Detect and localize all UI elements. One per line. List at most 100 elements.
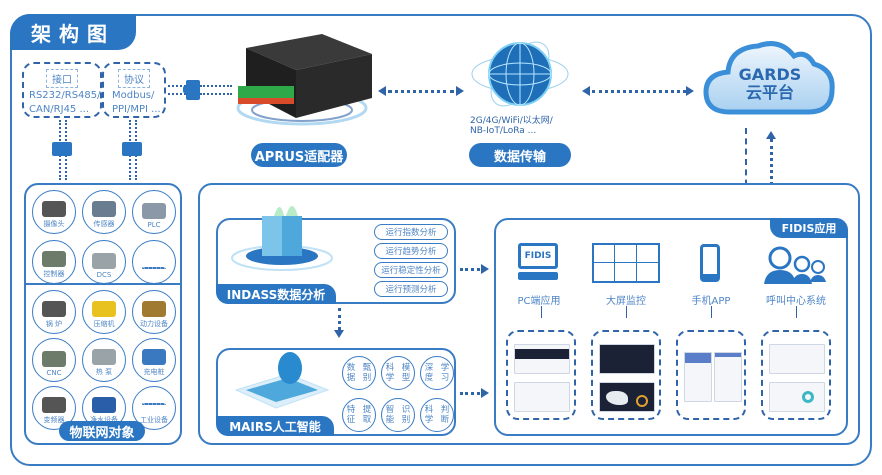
iot-device-grid: 摄像头传感器 PLC 控制器 DCS [32, 190, 176, 284]
iot-object-label: 净水设备 [90, 416, 118, 424]
more-icon [142, 403, 166, 405]
interface-line-1: RS232/RS485/ [29, 90, 101, 101]
call-center-screenshot [769, 344, 825, 374]
iot-objects-label: 物联网对象 [59, 421, 145, 441]
iot-object-label: CNC [46, 369, 62, 377]
interface-line-2: CAN/RJ45 ... [29, 104, 90, 115]
serial-connector-icon [183, 86, 187, 93]
ai-capability: 科学模型 [381, 356, 415, 390]
connector-line [388, 90, 454, 93]
iot-object-item: 控制器 [32, 240, 76, 284]
cloud-subtitle: 云平台 [745, 83, 794, 102]
video-wall-screenshot [599, 344, 655, 374]
app-label-pc: PC端应用 [517, 296, 561, 307]
arrow-right-icon [481, 388, 489, 398]
connector-line [796, 306, 797, 318]
connector-line [711, 306, 712, 318]
app-label-call-center: 呼叫中心系统 [766, 296, 826, 307]
connector-line [200, 93, 232, 95]
cnc-icon [42, 351, 66, 367]
connector-line [200, 85, 232, 87]
heat-pump-icon [92, 349, 116, 365]
boiler-icon [42, 301, 66, 317]
dcs-icon [92, 253, 116, 269]
iot-object-label: 锅 炉 [45, 320, 63, 328]
pc-app-screens [506, 330, 576, 420]
iot-object-label: 动力设备 [140, 320, 168, 328]
globe-network-icon [470, 34, 570, 114]
iot-object-item: CNC [32, 338, 76, 382]
camera-icon [42, 201, 66, 217]
aprus-adapter-label: APRUS适配器 [251, 143, 347, 167]
ai-capability: 智能识别 [381, 398, 415, 432]
interface-box: 接口 RS232/RS485/ CAN/RJ45 ... [22, 62, 102, 118]
divider [26, 283, 180, 285]
call-center-icon [762, 242, 828, 284]
generator-icon [142, 301, 166, 317]
protocol-box: 协议 Modbus/ PPI/MPI ... [102, 62, 166, 118]
diagram-title: 架构图 [10, 14, 136, 50]
arrow-left-icon [582, 86, 590, 96]
iot-object-item: 压缩机 [82, 290, 126, 334]
iot-object-label: 充电桩 [143, 368, 165, 376]
iot-object-label: 变频器 [43, 416, 65, 424]
analysis-item: 运行稳定性分析 [374, 262, 448, 278]
network-types-line-2: NB-IoT/LoRa ... [470, 126, 537, 136]
ai-capability: 科学判断 [420, 398, 454, 432]
analysis-item: 运行预测分析 [374, 281, 448, 297]
connector-line [592, 90, 686, 93]
analysis-item: 运行趋势分析 [374, 243, 448, 259]
arrow-right-icon [481, 264, 489, 274]
connector-line [745, 128, 747, 196]
sensor-icon [92, 201, 116, 217]
connector-line [541, 306, 542, 318]
cloud-icon [703, 41, 835, 115]
arrow-left-icon [378, 86, 386, 96]
adapter-device-icon [236, 34, 372, 126]
iot-object-label: PLC [147, 221, 161, 229]
iot-object-item: PLC [132, 190, 176, 234]
serial-connector-icon [122, 142, 142, 156]
serial-connector-icon [186, 80, 200, 100]
interface-label: 接口 [46, 69, 78, 88]
protocol-label: 协议 [118, 69, 150, 88]
arrow-right-icon [456, 86, 464, 96]
fidis-logo: FIDIS [518, 243, 558, 269]
video-wall-screenshot [599, 382, 655, 412]
water-purifier-icon [92, 397, 116, 413]
data-transmission-label: 数据传输 [469, 143, 571, 167]
smartphone-icon [700, 244, 720, 282]
iot-object-item: 传感器 [82, 190, 126, 234]
gards-cloud-platform: GARDS 云平台 [702, 34, 838, 118]
iot-object-item: 锅 炉 [32, 290, 76, 334]
inverter-icon [42, 397, 66, 413]
connector-line [460, 268, 480, 271]
iot-object-label: 压缩机 [93, 320, 115, 328]
indass-title: INDASS数据分析 [216, 284, 336, 304]
analysis-item: 运行指数分析 [374, 224, 448, 240]
call-center-screens [761, 330, 831, 420]
mairs-capability-grid: 数据甄别 科学模型 深度学习 特征提取 智能识别 科学判断 [342, 356, 454, 432]
network-types-line-1: 2G/4G/WiFi/以太网/ [470, 116, 553, 126]
pc-screenshot [514, 344, 570, 374]
iot-object-item: 摄像头 [32, 190, 76, 234]
charging-pile-icon [142, 349, 166, 365]
iot-object-label: DCS [96, 271, 112, 279]
connector-line [626, 306, 627, 318]
video-wall-icon [592, 243, 660, 283]
connector-line [338, 308, 341, 330]
iot-object-item: 热 泵 [82, 338, 126, 382]
plc-icon [142, 203, 166, 219]
mairs-panel [216, 348, 456, 436]
network-types: 2G/4G/WiFi/以太网/ NB-IoT/LoRa ... [470, 116, 580, 136]
iot-object-item: 动力设备 [132, 290, 176, 334]
connector-line [168, 93, 186, 95]
ai-head-icon [226, 340, 336, 420]
app-label-video-wall: 大屏监控 [606, 296, 646, 307]
mobile-app-screens [676, 330, 746, 420]
connector-line [168, 85, 186, 87]
fidis-title: FIDIS应用 [770, 218, 848, 238]
call-center-screenshot [769, 382, 825, 412]
iot-object-label: 传感器 [93, 220, 115, 228]
